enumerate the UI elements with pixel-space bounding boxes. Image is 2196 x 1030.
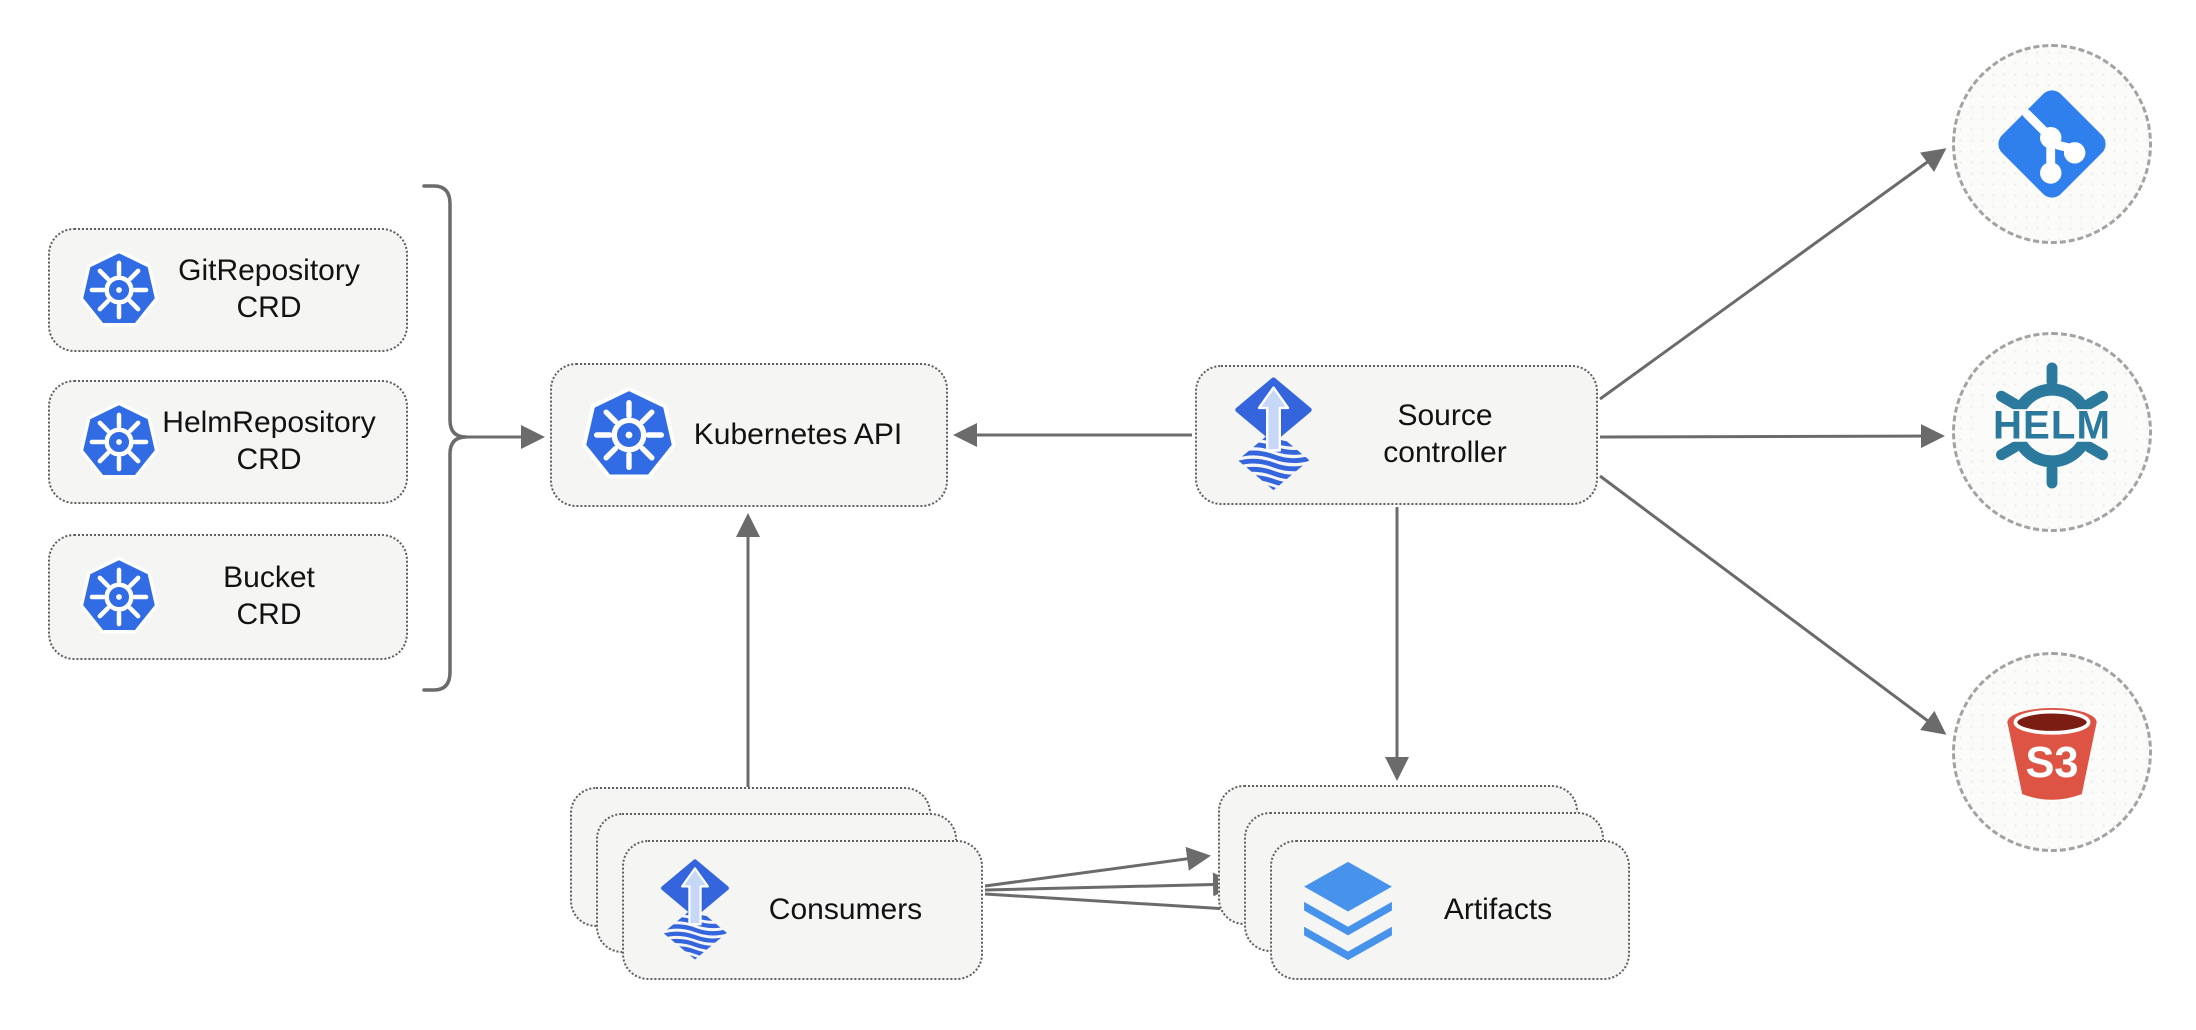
layers-icon bbox=[1304, 861, 1392, 960]
git-endpoint-node bbox=[1952, 44, 2152, 244]
bucket-crd-node: Bucket CRD bbox=[48, 534, 408, 660]
gitrepository-crd-label: GitRepository CRD bbox=[178, 254, 360, 324]
artifacts-label: Artifacts bbox=[1443, 892, 1553, 926]
crd-group-bracket bbox=[422, 184, 467, 692]
git-icon bbox=[1998, 90, 2106, 198]
edge-consumers-to-artifacts-middle bbox=[984, 872, 1237, 897]
helmrepository-crd-node: HelmRepository CRD bbox=[48, 380, 408, 504]
kubernetes-icon bbox=[580, 386, 678, 484]
kubernetes-icon bbox=[78, 401, 160, 483]
edge-source-controller-to-s3 bbox=[1599, 474, 1947, 735]
s3-logo-text: S3 bbox=[2025, 739, 2078, 787]
kubernetes-icon bbox=[78, 556, 160, 638]
edge-consumers-to-artifacts-front bbox=[984, 892, 1263, 922]
s3-bucket-icon: S3 bbox=[2007, 707, 2097, 800]
flux-icon bbox=[652, 858, 738, 963]
consumers-node: Consumers bbox=[622, 840, 983, 980]
flux-icon bbox=[1225, 376, 1322, 494]
edge-source-controller-to-git bbox=[1599, 148, 1947, 401]
helm-endpoint-node: HELM bbox=[1952, 332, 2152, 532]
bucket-crd-label: Bucket CRD bbox=[223, 561, 315, 631]
artifacts-node: Artifacts bbox=[1270, 840, 1630, 980]
kubernetes-icon bbox=[78, 249, 160, 331]
kubernetes-api-label: Kubernetes API bbox=[693, 417, 903, 451]
source-controller-label: Source controller bbox=[1383, 399, 1507, 469]
edge-consumers-to-artifacts-back bbox=[984, 846, 1211, 888]
edge-source-controller-to-helm bbox=[1599, 424, 1945, 449]
gitrepository-crd-node: GitRepository CRD bbox=[48, 228, 408, 352]
s3-endpoint-node: S3 bbox=[1952, 652, 2152, 852]
helmrepository-crd-label: HelmRepository CRD bbox=[162, 406, 376, 476]
helm-icon: HELM bbox=[1976, 362, 2128, 489]
source-controller-node: Source controller bbox=[1195, 365, 1598, 505]
helm-logo-text: HELM bbox=[1993, 403, 2111, 448]
kubernetes-api-node: Kubernetes API bbox=[550, 363, 948, 507]
consumers-label: Consumers bbox=[768, 892, 923, 926]
